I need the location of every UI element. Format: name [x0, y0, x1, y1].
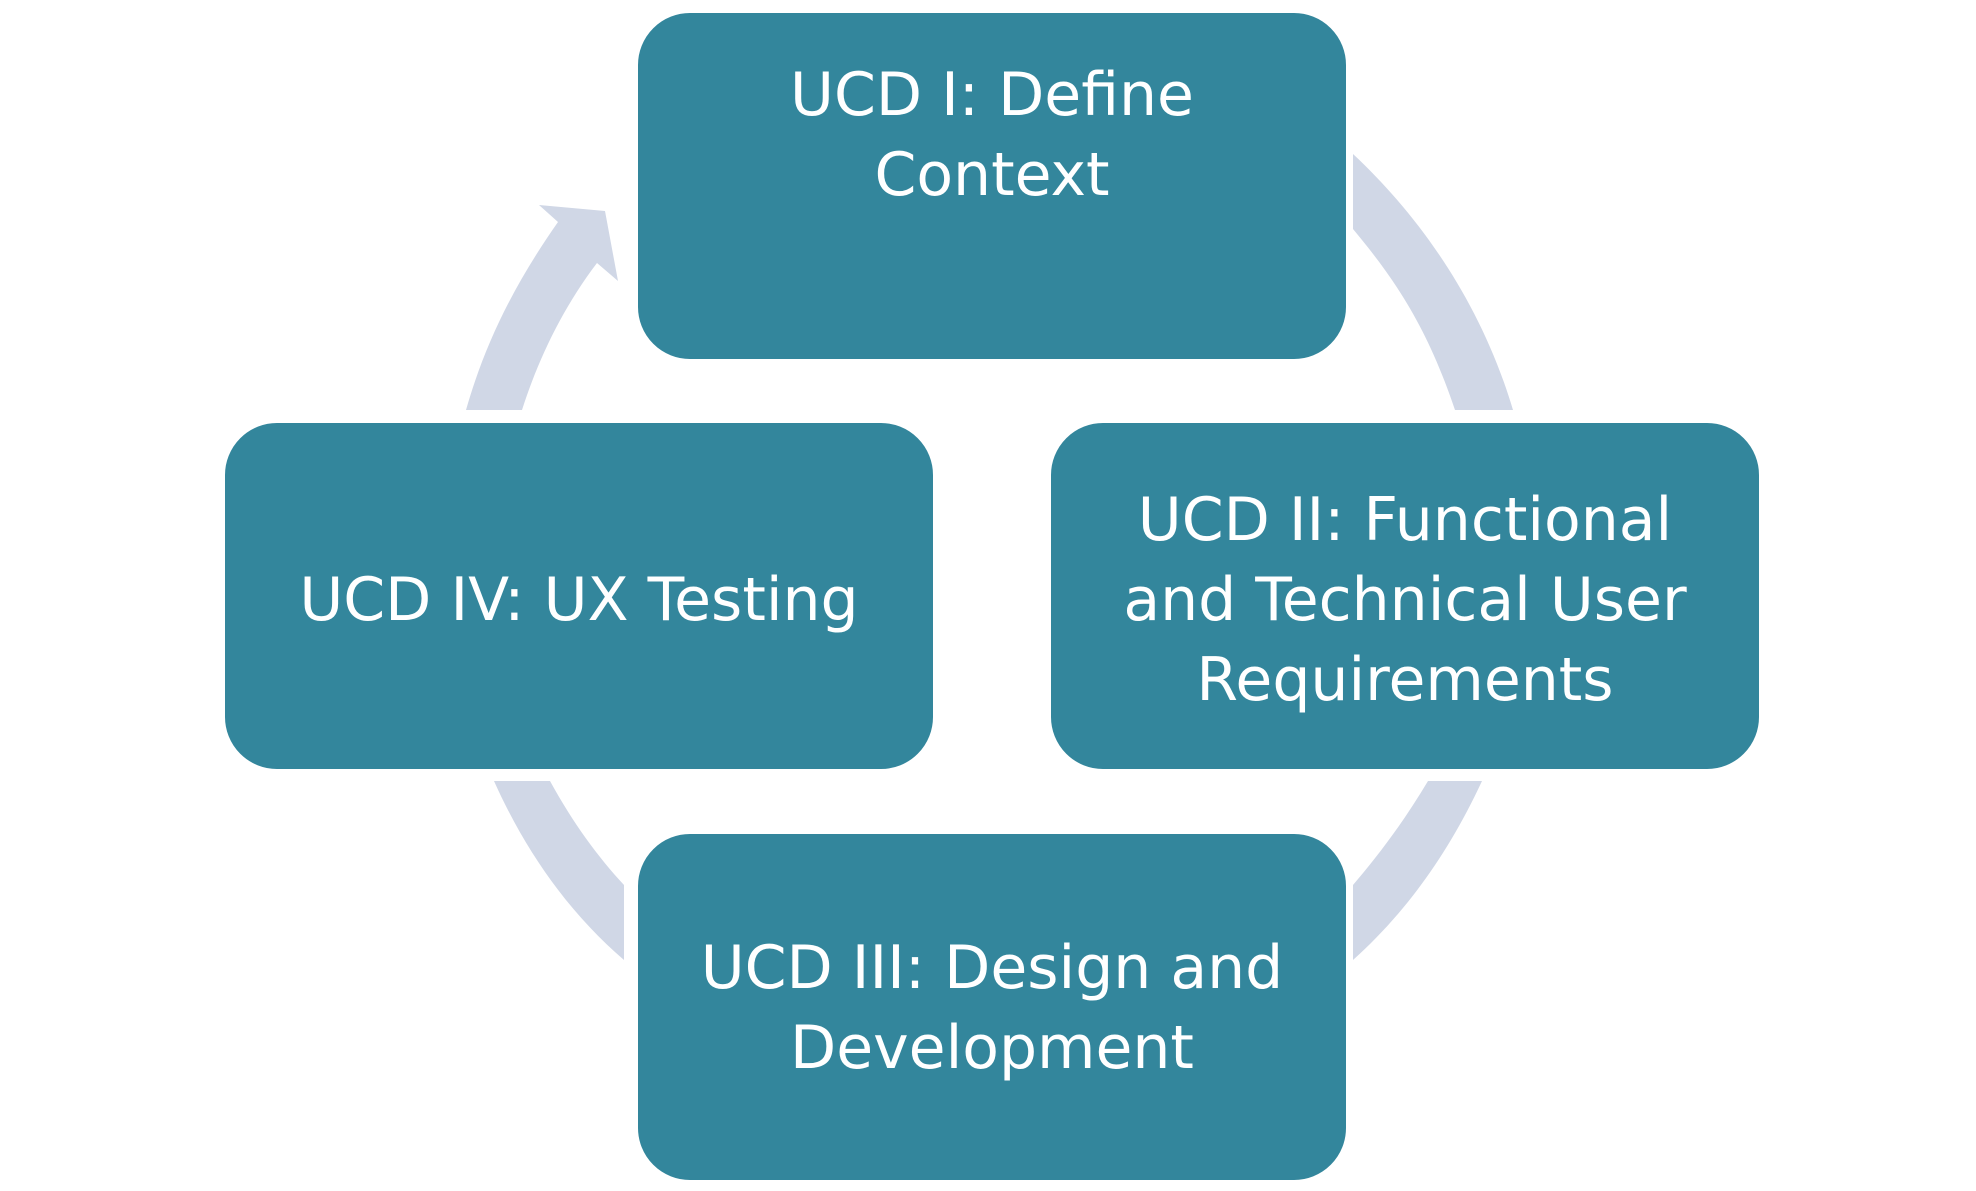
connector-arc-1-to-2: [1353, 154, 1513, 410]
step-box-user-requirements: UCD II: Functional and Technical User Re…: [1047, 419, 1763, 773]
step-box-design-development: UCD III: Design and Development: [634, 830, 1350, 1184]
step-label-ux-testing: UCD IV: UX Testing: [299, 565, 859, 635]
connector-arc-4-to-1: [466, 205, 618, 410]
step-box-ux-testing: UCD IV: UX Testing: [221, 419, 937, 773]
connector-arc-3-to-4: [494, 781, 624, 960]
step-label-design-development: UCD III: Design and Development: [700, 933, 1284, 1083]
step-label-define-context: UCD I: Define Context: [790, 60, 1194, 210]
step-box-define-context: UCD I: Define Context: [634, 9, 1350, 363]
step-label-user-requirements: UCD II: Functional and Technical User Re…: [1123, 485, 1687, 715]
connector-arc-2-to-3: [1353, 781, 1482, 960]
